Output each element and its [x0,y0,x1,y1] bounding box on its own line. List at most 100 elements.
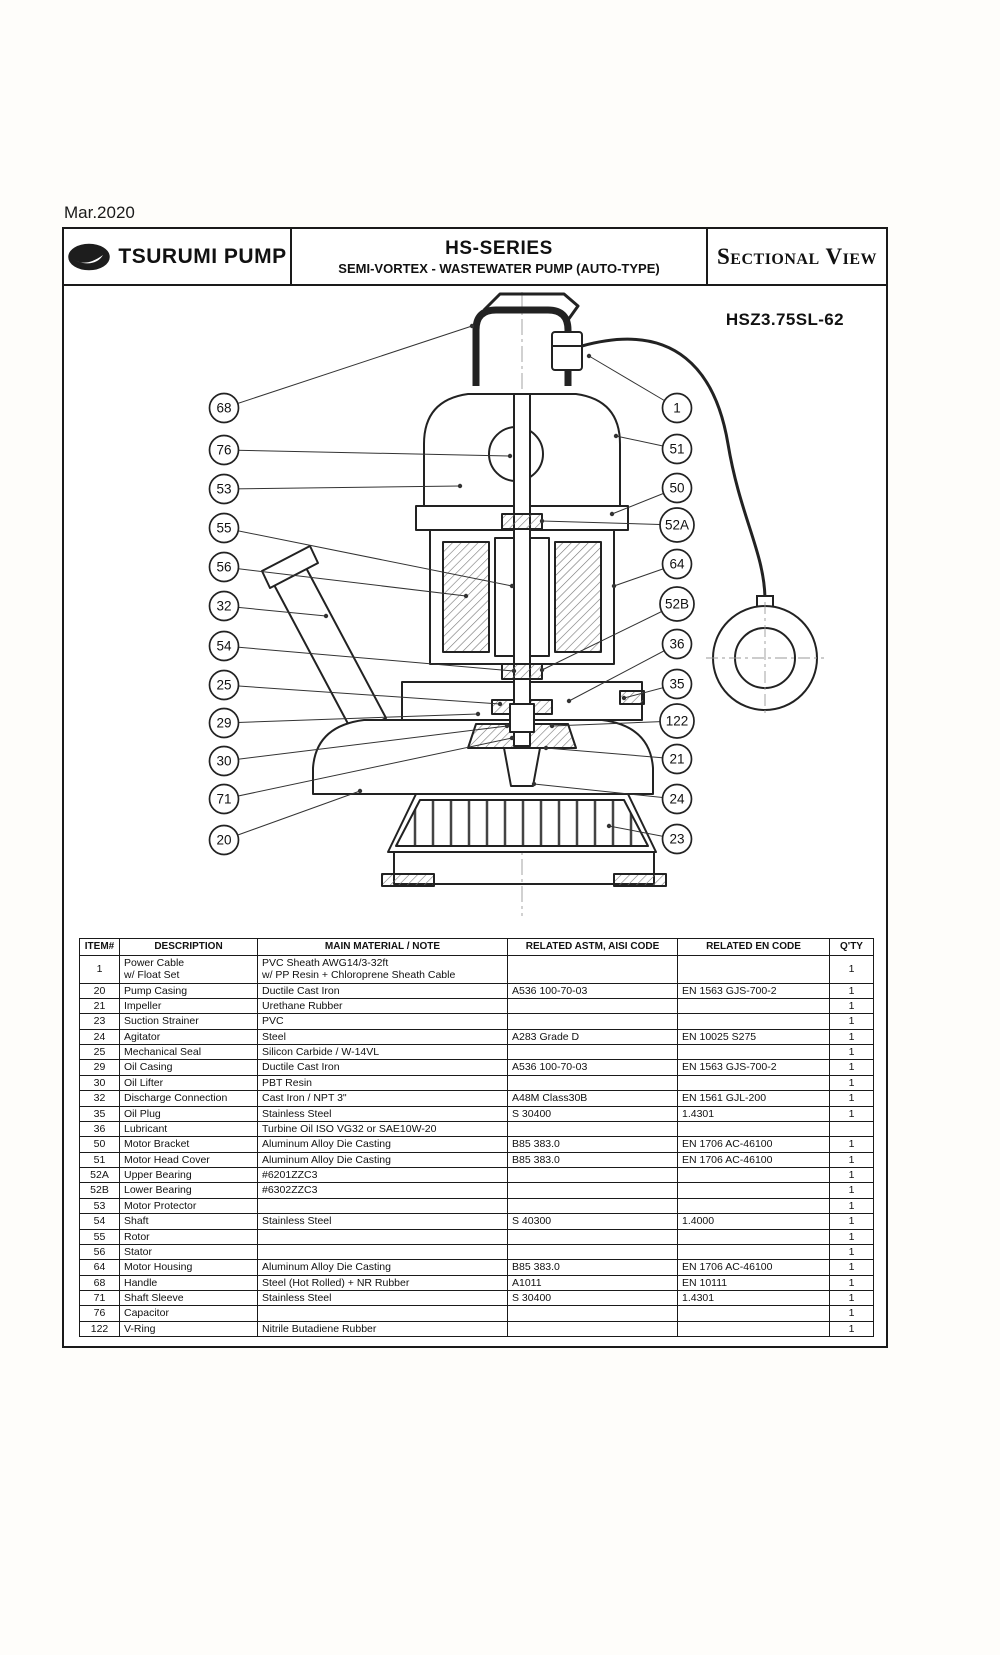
cell-item: 36 [79,1120,120,1138]
cell-astm [507,954,678,984]
cell-material: Silicon Carbide / W-14VL [257,1044,508,1061]
cell-en [677,1305,830,1322]
callout-label-51: 51 [669,442,684,457]
brand-cell: TSURUMI PUMP [64,229,292,284]
callout-label-50: 50 [669,481,684,496]
leader-line-52A [541,520,678,526]
leader-line-53 [223,485,461,490]
cell-qty: 1 [829,982,874,999]
model-number: HSZ3.75SL-62 [725,310,844,329]
cell-material: #6302ZZC3 [257,1182,508,1199]
leader-line-122 [551,720,678,727]
view-label: Sectional View [717,243,877,269]
strainer-slots [395,799,649,847]
cell-qty: 1 [829,1167,874,1184]
title-block: TSURUMI PUMP HS-SERIES SEMI-VORTEX - WAS… [64,229,886,286]
callout-label-20: 20 [216,833,231,848]
cell-material: PBT Resin [257,1074,508,1092]
leader-line-76 [223,449,511,457]
cell-material: Urethane Rubber [257,997,508,1015]
cell-item: 24 [79,1028,120,1046]
cell-item: 71 [79,1290,120,1307]
cell-en: EN 1561 GJL-200 [677,1090,830,1107]
callout-label-21: 21 [669,752,684,767]
cell-qty: 1 [829,1197,874,1215]
leader-dot-68 [469,323,475,329]
handle [472,306,572,386]
cell-item: 35 [79,1105,120,1122]
cell-astm: A48M Class30B [507,1090,678,1107]
callout-51 [661,433,693,465]
callout-label-36: 36 [669,637,684,652]
cell-en: EN 1706 AC-46100 [677,1151,830,1169]
leader-dot-76 [507,453,513,459]
cell-en [677,1044,830,1061]
cell-en [677,1182,830,1199]
callout-53 [208,473,240,505]
cell-en [677,1197,830,1215]
cell-material: Stainless Steel [257,1105,508,1122]
column-header: RELATED EN CODE [677,938,830,956]
cell-material [257,1228,508,1245]
cell-material: Aluminum Alloy Die Casting [257,1259,508,1276]
callout-label-55: 55 [216,521,231,536]
cell-astm: S 40300 [507,1213,678,1230]
discharge-flange [261,545,319,589]
cell-item: 55 [79,1228,120,1245]
callout-balloons: 6876535556325425293071201515052A6452B363… [208,392,695,856]
callout-29 [208,707,240,739]
leader-dot-29 [475,711,481,717]
callout-68 [208,392,240,424]
cell-qty: 1 [829,1105,874,1122]
cell-qty: 1 [829,1213,874,1230]
cell-material: Nitrile Butadiene Rubber [257,1320,508,1338]
leader-line-21 [545,747,678,760]
series-title: HS-SERIES [445,237,553,259]
cell-en: 1.4000 [677,1213,830,1230]
upper-bearing [501,513,543,530]
cell-description: Shaft [119,1213,258,1230]
cell-astm: A1011 [507,1274,678,1292]
callout-label-52A: 52A [665,518,689,533]
cell-qty: 1 [829,1320,874,1338]
callout-label-71: 71 [216,792,231,807]
cell-material: Ductile Cast Iron [257,1059,508,1076]
callout-20 [208,824,240,856]
leader-dot-56 [463,593,469,599]
callout-54 [208,630,240,662]
leader-dot-52B [539,667,545,673]
callout-label-32: 32 [216,599,231,614]
callout-label-1: 1 [673,401,681,416]
callout-32 [208,590,240,622]
cell-material: Cast Iron / NPT 3" [257,1090,508,1107]
cell-item: 52A [79,1167,120,1184]
cell-en: EN 10111 [677,1274,830,1292]
leader-dot-55 [509,583,515,589]
pump-body [261,292,667,887]
cell-astm: B85 383.0 [507,1136,678,1153]
cell-item: 54 [79,1213,120,1230]
cell-qty: 1 [829,1044,874,1061]
cell-astm [507,1320,678,1338]
cell-en [677,1167,830,1184]
cell-qty: 1 [829,1136,874,1153]
cell-en [677,1228,830,1245]
callout-24 [661,783,693,815]
cell-item: 56 [79,1243,120,1261]
cell-material: Turbine Oil ISO VG32 or SAE10W-20 [257,1120,508,1138]
callout-36 [661,628,693,660]
callout-label-29: 29 [216,716,231,731]
cell-item: 21 [79,997,120,1015]
cell-description: Motor Housing [119,1259,258,1276]
cell-item: 76 [79,1305,120,1322]
cell-astm: A536 100-70-03 [507,1059,678,1076]
callout-label-30: 30 [216,754,231,769]
cell-description: Oil Casing [119,1059,258,1076]
leader-line-56 [223,566,467,597]
callout-label-52B: 52B [665,597,689,612]
callout-55 [208,512,240,544]
